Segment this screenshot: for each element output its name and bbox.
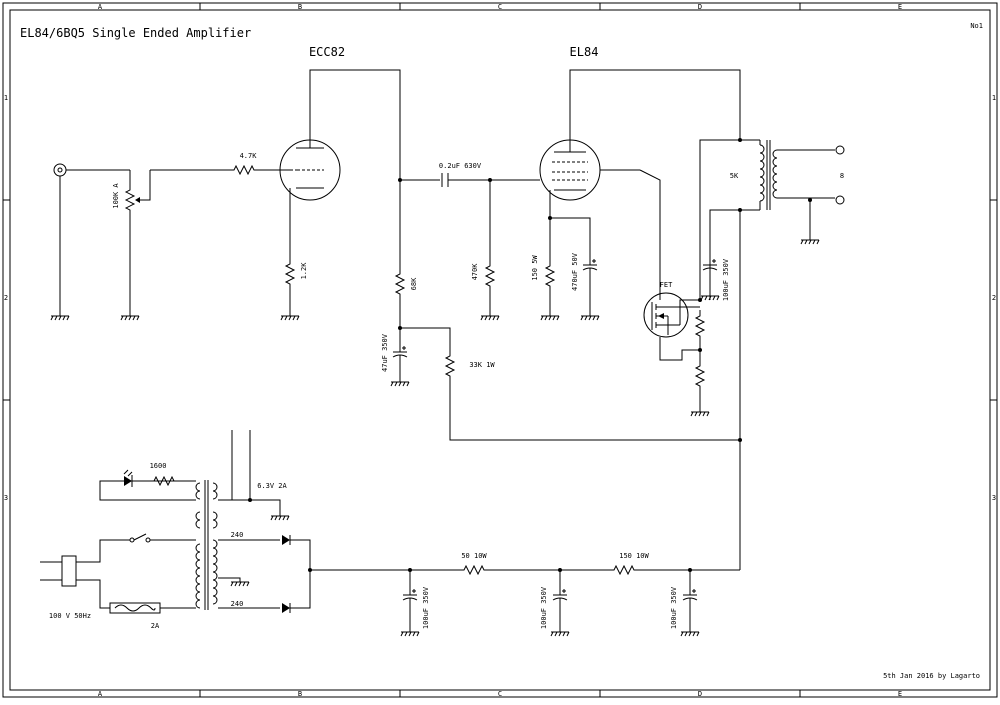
- hv-secondary-2-label: 240: [231, 600, 244, 608]
- fet-cap-label: 100uF 350V: [722, 258, 730, 301]
- row-label-2: 2: [4, 294, 8, 302]
- column-label-c: C: [498, 3, 502, 11]
- preamp-tube-ecc82: ECC82: [279, 45, 401, 260]
- power-transformer: 6.3V 2A 240 240: [195, 430, 290, 610]
- row-label-3: 3: [4, 494, 8, 502]
- decouple-resistor-label: 33K 1W: [469, 361, 495, 369]
- output-transformer: 5K 8: [699, 139, 845, 245]
- footer-credit: 5th Jan 2016 by Lagarto: [883, 672, 980, 680]
- mains-label: 100 V 50Hz: [49, 612, 91, 620]
- output-tube-el84: EL84: [539, 45, 741, 300]
- column-label-a: A: [98, 3, 103, 11]
- preamp-tube-label: ECC82: [309, 45, 345, 59]
- input-jack: [50, 163, 130, 321]
- column-label-b-bottom: B: [298, 690, 302, 698]
- filter-r1-label: 50 10W: [461, 552, 487, 560]
- row-label-3-right: 3: [992, 494, 996, 502]
- row-label-1-right: 1: [992, 94, 996, 102]
- cathode-bypass-label: 470uF 50V: [571, 252, 579, 291]
- output-impedance-label: 5K: [730, 172, 739, 180]
- volume-potentiometer: 100K A: [112, 170, 151, 321]
- heater-label: 6.3V 2A: [257, 482, 287, 490]
- cathode-resistor-v2: 150 5W: [531, 218, 560, 321]
- filter-cap-2-label: 100uF 350V: [540, 586, 548, 629]
- column-label-d: D: [698, 3, 702, 11]
- rectifier-diodes: [282, 535, 311, 613]
- coupling-capacitor: 0.2uF 630V: [400, 162, 490, 187]
- fet-bias-network: [690, 210, 710, 417]
- grid-leak-resistor-v2: 470K: [471, 180, 500, 321]
- row-label-2-right: 2: [992, 294, 996, 302]
- mains-input: 100 V 50Hz 2A: [40, 533, 196, 630]
- fuse-label: 2A: [151, 622, 160, 630]
- power-led-indicator: 1600: [99, 462, 196, 501]
- fet-capacitor: 100uF 350V: [700, 209, 740, 301]
- column-label-e-bottom: E: [898, 690, 902, 698]
- fet-label: FET: [660, 281, 673, 289]
- column-label-a-bottom: A: [98, 690, 103, 698]
- cathode-resistor-v1: 1.2K: [280, 259, 308, 321]
- output-tube-label: EL84: [570, 45, 599, 59]
- plate-resistor-v1-label: 68K: [410, 277, 418, 290]
- plate-resistor-v1: 68K: [395, 180, 418, 328]
- decouple-capacitor: 47uF 350V: [381, 328, 410, 387]
- grid-resistor-label: 4.7K: [240, 152, 258, 160]
- cathode-resistor-v2-label: 150 5W: [531, 255, 539, 281]
- filter-cap-1-label: 100uF 350V: [422, 586, 430, 629]
- decouple-resistor: 33K 1W: [400, 327, 740, 441]
- led-resistor-label: 1600: [150, 462, 167, 470]
- decouple-cap-label: 47uF 350V: [381, 333, 389, 372]
- speaker-impedance-label: 8: [840, 172, 844, 180]
- filter-cap-3-label: 100uF 350V: [670, 586, 678, 629]
- column-label-c-bottom: C: [498, 690, 502, 698]
- cathode-bypass-capacitor: 470uF 50V: [550, 217, 600, 321]
- volume-pot-label: 100K A: [112, 183, 120, 209]
- column-label-e: E: [898, 3, 902, 11]
- fet-transistor: FET: [643, 281, 700, 361]
- column-label-d-bottom: D: [698, 690, 702, 698]
- grid-resistor: 4.7K: [150, 152, 290, 175]
- sheet-number: No1: [970, 22, 983, 30]
- row-label-1: 1: [4, 94, 8, 102]
- column-label-b: B: [298, 3, 302, 11]
- coupling-cap-label: 0.2uF 630V: [439, 162, 482, 170]
- cathode-resistor-v1-label: 1.2K: [300, 262, 308, 280]
- filter-r2-label: 150 10W: [619, 552, 649, 560]
- grid-leak-v2-label: 470K: [471, 263, 479, 281]
- schematic-title: EL84/6BQ5 Single Ended Amplifier: [20, 26, 251, 40]
- filter-network: 50 10W 150 10W 100uF 350V 100uF 350V 100…: [308, 552, 740, 637]
- hv-secondary-1-label: 240: [231, 531, 244, 539]
